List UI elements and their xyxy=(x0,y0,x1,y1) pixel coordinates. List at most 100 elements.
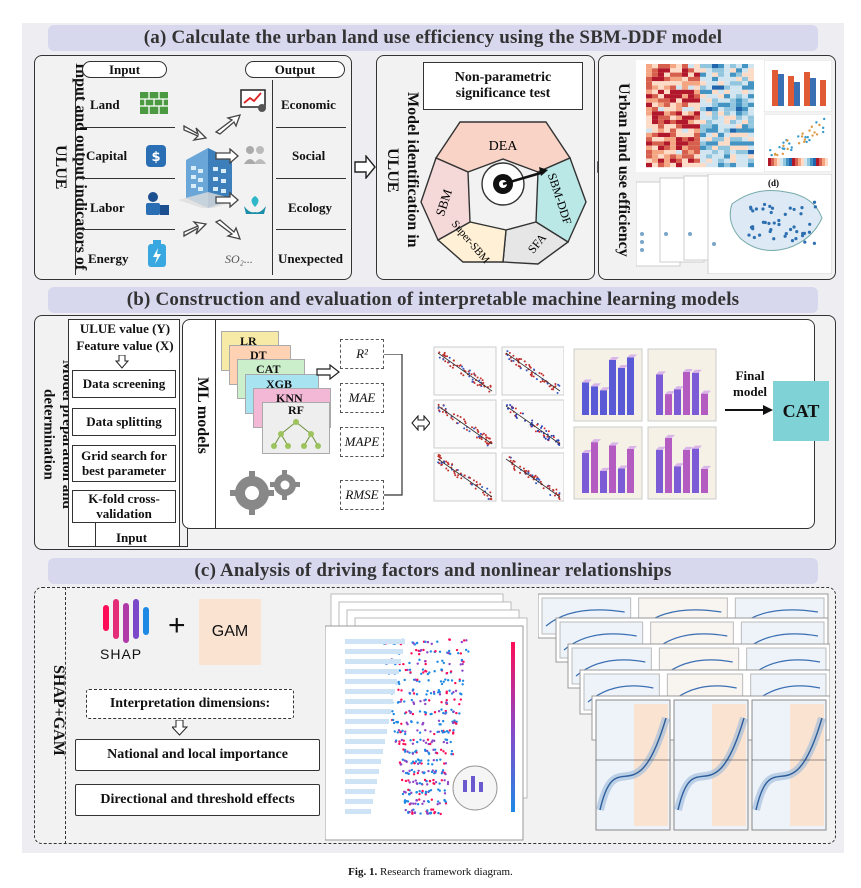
shap-dot xyxy=(426,689,429,693)
heatmap-cell xyxy=(742,102,748,107)
heatmap-cell xyxy=(658,162,664,168)
pred-point xyxy=(463,418,466,421)
metric-mae: MAE xyxy=(340,383,384,413)
shap-dot xyxy=(455,648,459,652)
heatmap-cell xyxy=(664,68,670,73)
scatter-point xyxy=(813,131,816,134)
scatter-point xyxy=(778,145,781,149)
scatter-strip xyxy=(816,158,819,166)
gam-curve xyxy=(545,609,625,627)
heatmap-cell xyxy=(676,162,682,168)
heatmap-cell xyxy=(652,72,658,77)
heatmap-cell xyxy=(724,137,730,142)
bar3d-bar xyxy=(591,442,598,493)
shap-dot xyxy=(424,702,427,706)
a-left-label: Input and output indicators of ULUE xyxy=(52,63,89,271)
heatmap-cell xyxy=(652,162,658,168)
bar3d-top xyxy=(600,467,610,471)
shap-dot xyxy=(391,710,394,713)
divider xyxy=(80,178,175,179)
shap-dot xyxy=(413,811,417,815)
shap-dot xyxy=(440,682,444,686)
shap-dot xyxy=(427,759,430,762)
heatmap-cell xyxy=(676,124,682,129)
map-point xyxy=(800,234,805,238)
shap-dot xyxy=(428,742,432,746)
heatmap-cell xyxy=(670,128,676,133)
scatter-point xyxy=(810,125,814,128)
pred-point xyxy=(527,470,530,473)
shap-bar xyxy=(345,679,397,684)
pred-point xyxy=(485,436,488,439)
heatmap-cell xyxy=(730,158,736,163)
shap-dot xyxy=(396,701,400,704)
shap-dot xyxy=(442,750,445,753)
map-point xyxy=(769,210,773,215)
heatmap-cell xyxy=(706,64,712,69)
heatmap-cell xyxy=(694,111,700,116)
heatmap-cell xyxy=(688,81,694,86)
shap-dot xyxy=(461,679,465,682)
pred-diagonal xyxy=(505,405,561,445)
heatmap-cell xyxy=(670,132,676,138)
pred-point xyxy=(509,403,512,406)
map-point xyxy=(752,235,756,240)
shap-dot xyxy=(424,711,428,714)
shap-dot xyxy=(448,729,452,732)
heatmap-cell xyxy=(748,64,754,69)
shap-dot xyxy=(450,752,453,756)
pred-point xyxy=(459,364,462,367)
heatmap-cell xyxy=(706,115,712,120)
heatmap-cell xyxy=(748,89,754,95)
heatmap-cell xyxy=(742,81,748,86)
bar3d-bar xyxy=(683,372,690,415)
heatmap-cell xyxy=(718,150,724,155)
shap-dot xyxy=(414,802,417,805)
pred-point xyxy=(484,434,487,437)
heatmap-cell xyxy=(748,119,754,125)
divider xyxy=(65,587,66,844)
heatmap-cell xyxy=(718,141,724,146)
heatmap-cell xyxy=(742,137,748,142)
heatmap-cell xyxy=(646,72,652,77)
shap-bar xyxy=(345,719,389,724)
heatmap-cell xyxy=(712,154,718,159)
heatmap-cell xyxy=(670,145,676,150)
map-point xyxy=(751,209,755,213)
heatmap-cell xyxy=(682,119,688,125)
heatmap-thumbnail xyxy=(636,60,764,172)
pred-point xyxy=(513,465,516,468)
figure-caption: Fig. 1. Research framework diagram. xyxy=(0,866,861,878)
map-point xyxy=(807,230,812,234)
shap-dot xyxy=(400,738,404,742)
shap-dot xyxy=(434,650,437,653)
scatter-point xyxy=(797,135,800,138)
heatmap-cell xyxy=(736,150,742,155)
shap-dot xyxy=(409,739,412,742)
pred-point xyxy=(486,487,489,490)
shap-dot xyxy=(420,782,423,786)
shap-dot xyxy=(452,729,455,732)
bar3d-bar xyxy=(591,386,598,415)
shap-dot xyxy=(440,729,444,733)
shap-dot xyxy=(425,749,429,753)
heatmap-cell xyxy=(688,150,694,155)
map-point xyxy=(761,220,765,224)
heatmap-cell xyxy=(658,98,664,103)
shap-dot xyxy=(440,708,443,711)
heatmap-cell xyxy=(706,85,712,90)
bar3d-top xyxy=(627,354,637,358)
pred-point xyxy=(529,373,532,376)
heatmap-cell xyxy=(718,107,724,112)
pred-point xyxy=(462,374,465,377)
heatmap-cell xyxy=(646,132,652,138)
shap-dot xyxy=(428,699,431,702)
shap-dot xyxy=(460,640,464,644)
shap-dot xyxy=(426,799,430,803)
shap-dot xyxy=(412,701,415,704)
shap-label: SHAP xyxy=(100,646,143,662)
maps-thumbnail: (d) xyxy=(636,174,832,274)
chart-monitor-icon xyxy=(240,89,266,112)
heatmap-cell xyxy=(712,72,718,77)
pred-point xyxy=(552,436,555,439)
